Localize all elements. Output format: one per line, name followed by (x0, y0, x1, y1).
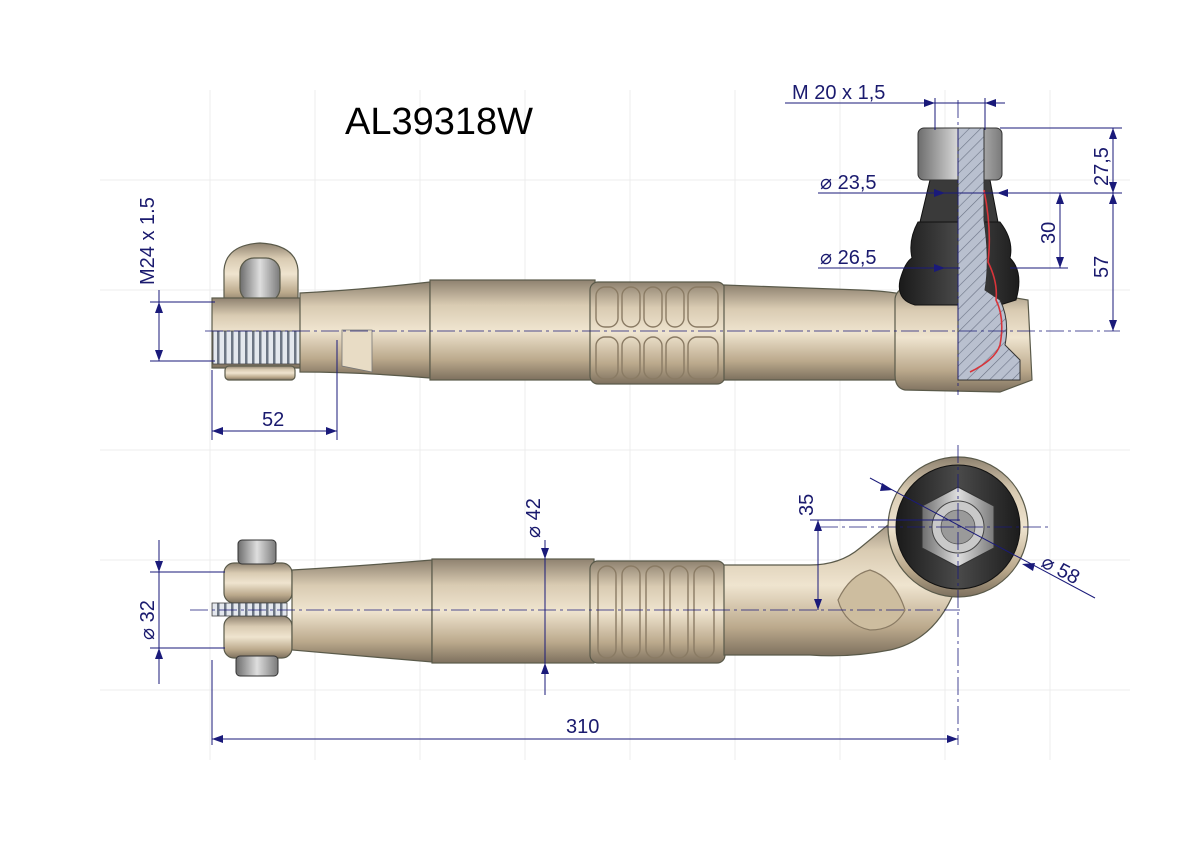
part-number-title: AL39318W (345, 101, 533, 143)
dim-dia-stud: ⌀ 23,5 (818, 172, 1010, 197)
neck-cutaway (341, 329, 373, 373)
label-dia-tube: ⌀ 42 (523, 498, 545, 538)
dim-boot-offset: 30 (1010, 193, 1068, 269)
tube-neck-top (291, 559, 433, 663)
label-clamp-length: 52 (262, 409, 284, 431)
dim-offset-eye: 35 (796, 494, 960, 610)
grip-section-top (589, 560, 726, 664)
clamp-slot-threads (211, 602, 288, 617)
clamp-block-lower (223, 615, 293, 659)
clamp-bolt-top (237, 539, 277, 565)
main-tube-top (431, 558, 595, 664)
dim-dia-clamp: ⌀ 32 (137, 540, 225, 684)
grip-ribs (595, 286, 719, 380)
label-boot-offset: 30 (1038, 222, 1060, 244)
arm-pocket (837, 569, 906, 631)
label-offset-eye: 35 (796, 494, 818, 516)
section-cut (957, 127, 1021, 381)
clamp-lower-lip (224, 365, 296, 381)
dim-thread-stud: M 20 x 1,5 (785, 82, 1005, 130)
label-dia-boot: ⌀ 26,5 (820, 247, 877, 269)
label-dia-eye: ⌀ 58 (1038, 551, 1084, 589)
dim-clamp-length: 52 (211, 340, 338, 440)
dim-dia-boot: ⌀ 26,5 (818, 247, 960, 272)
label-dia-stud: ⌀ 23,5 (820, 172, 877, 194)
label-dia-clamp: ⌀ 32 (137, 600, 159, 640)
dim-dia-tube: ⌀ 42 (523, 498, 549, 695)
grip-ribs-top (597, 565, 715, 659)
grip-section (589, 281, 726, 385)
label-stud-height: 57 (1091, 256, 1113, 278)
label-thread-stud: M 20 x 1,5 (792, 82, 885, 104)
clamp-block-upper (223, 562, 293, 604)
tie-rod-side-view (211, 127, 1033, 393)
label-total-length: 310 (566, 716, 599, 738)
label-stud-top: 27,5 (1091, 147, 1113, 186)
grease-line (969, 189, 1003, 373)
tie-rod-top-view (211, 456, 1029, 677)
clamp-nut-bottom (235, 655, 279, 677)
label-thread-clamp: M24 x 1.5 (137, 197, 159, 285)
clamp-bolt-head (239, 257, 281, 303)
dim-total-length: 310 (211, 660, 958, 745)
dim-thread-clamp: M24 x 1.5 (137, 197, 215, 362)
dim-stud-top: 27,5 (1000, 127, 1122, 194)
dim-stud-height: 57 (1091, 193, 1117, 331)
main-tube (429, 279, 596, 381)
